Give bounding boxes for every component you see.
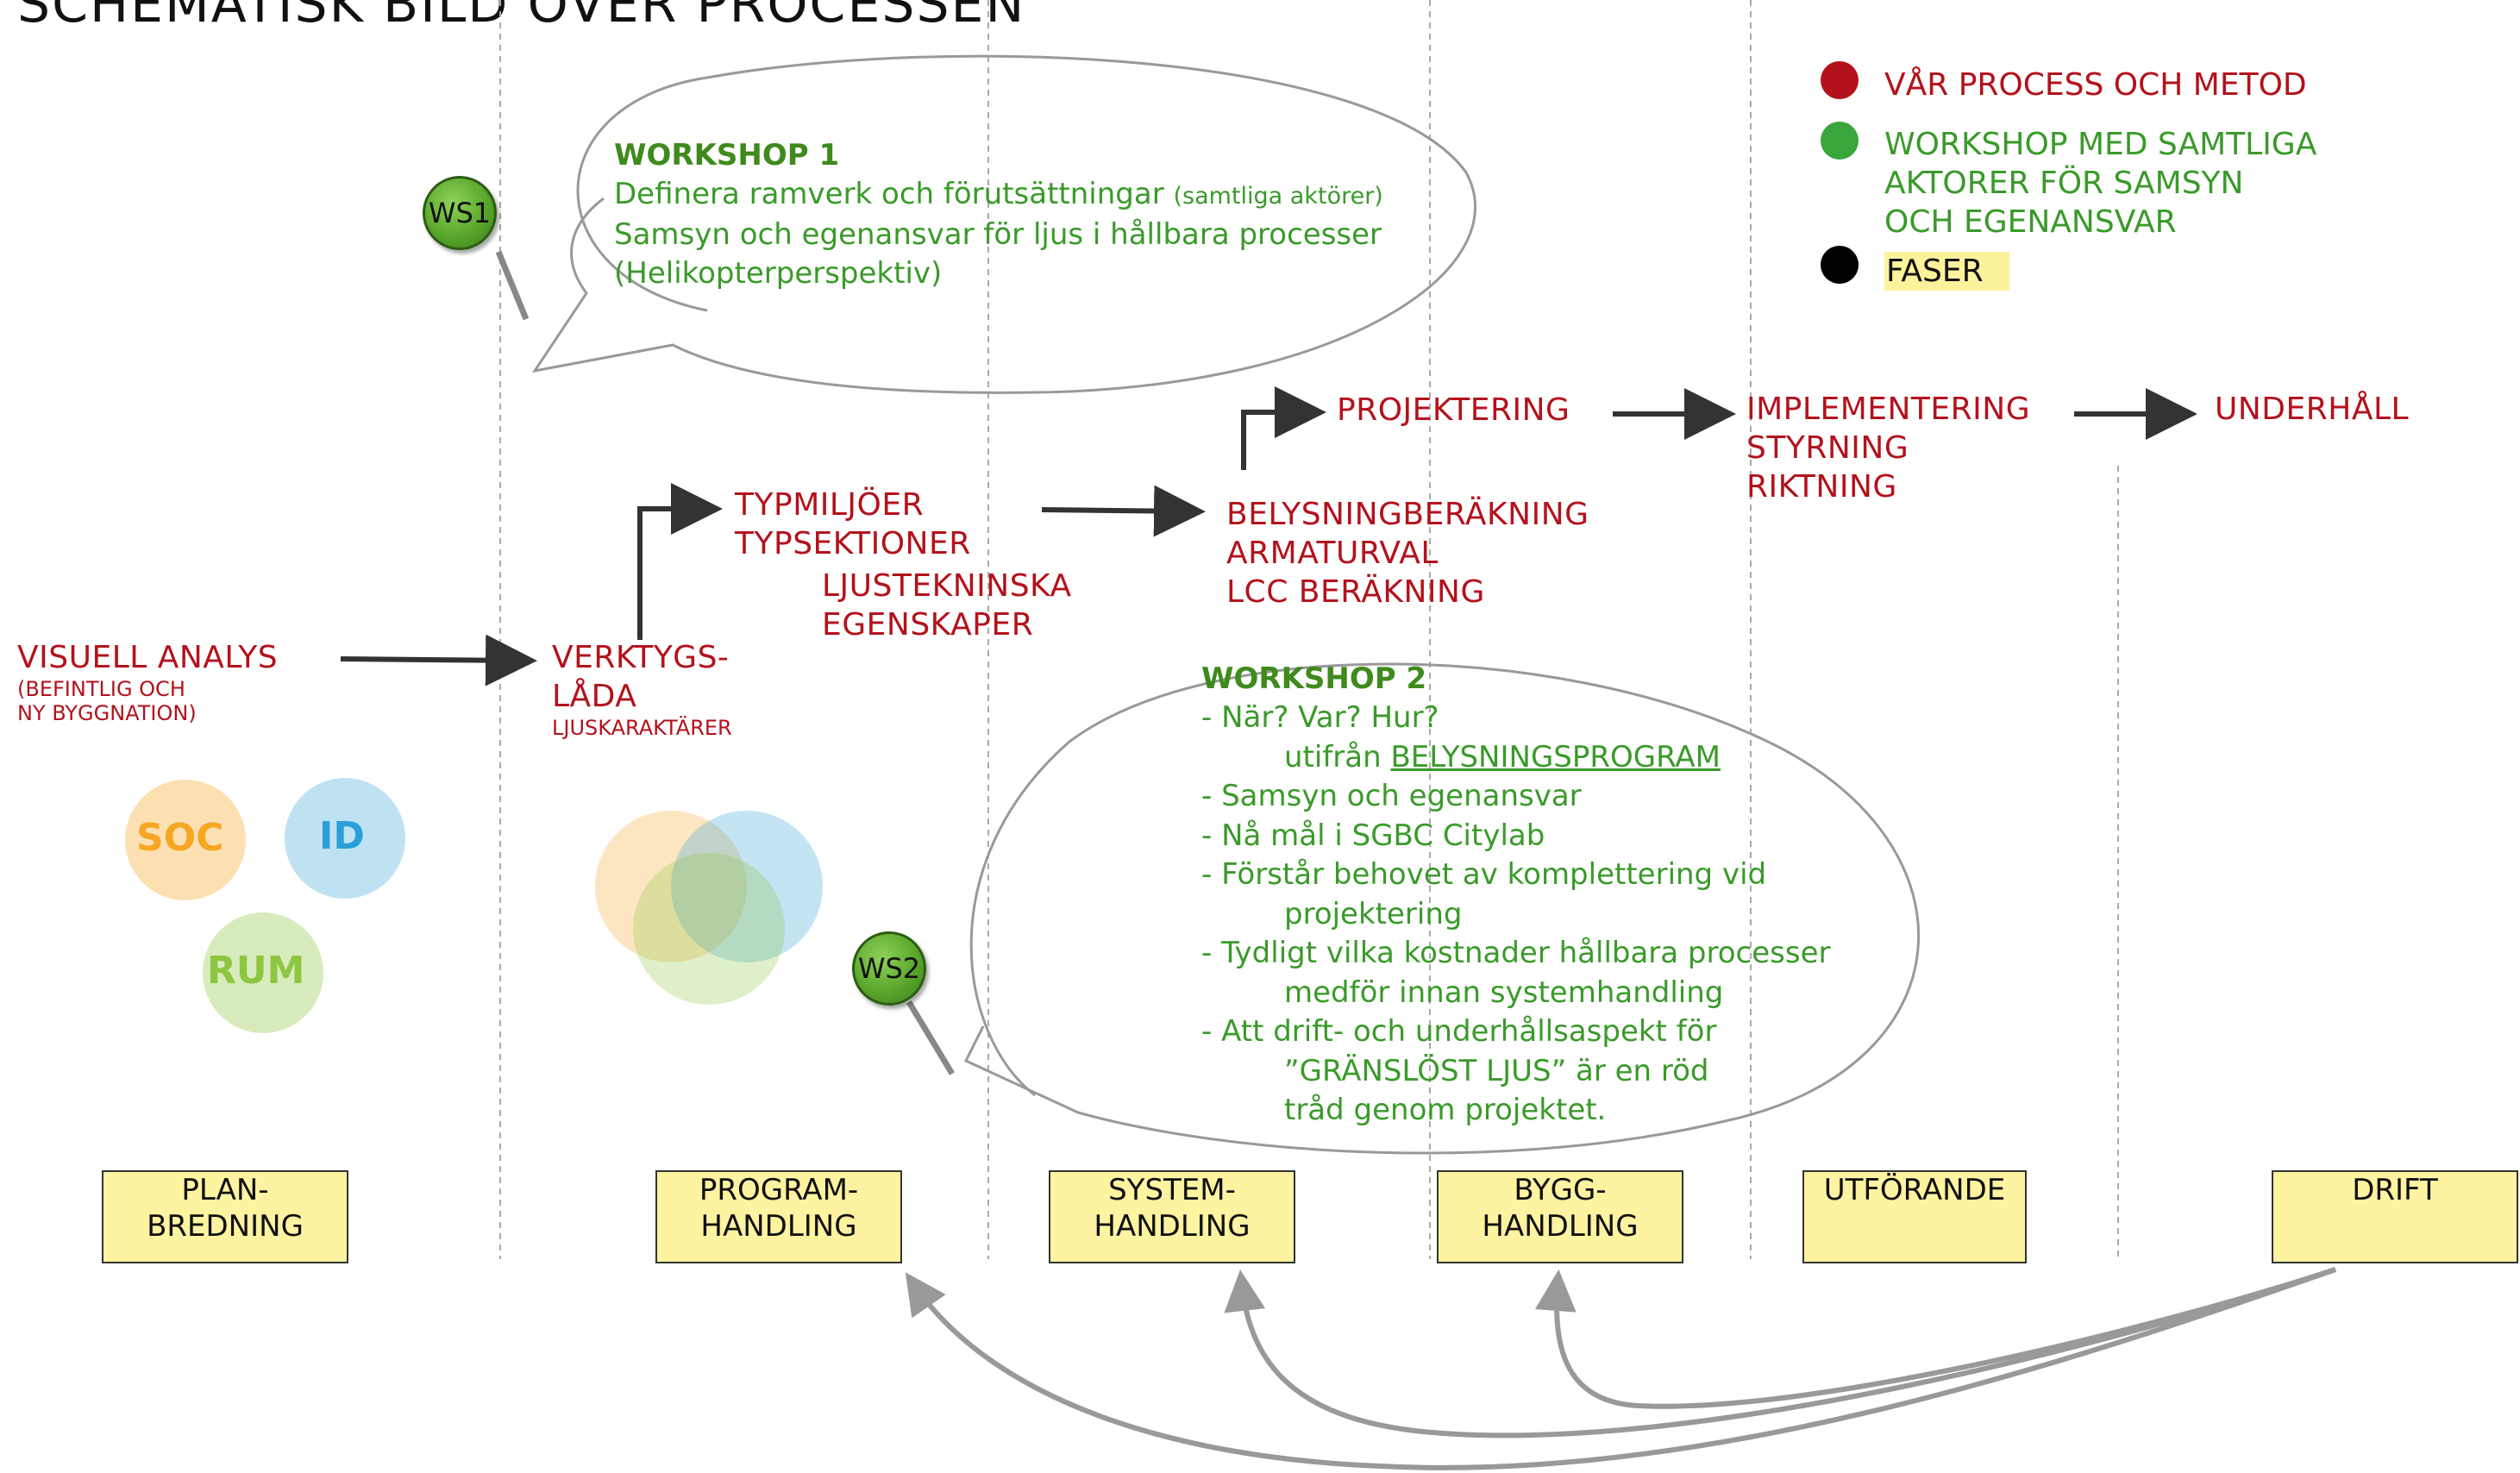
workshop2-l11: tråd genom projektet.: [1284, 1093, 1607, 1127]
workshop1-line2: Samsyn och egenansvar för ljus i hållbar…: [614, 217, 1382, 252]
label-verktygslada-1: VERKTYGS-: [552, 640, 730, 675]
ws2-pin: WS2: [852, 931, 926, 1006]
legend-workshop-line3: OCH EGENANSVAR: [1884, 204, 2177, 240]
label-typmiljoer: TYPMILJÖER: [735, 487, 925, 523]
label-lcc-berakning: LCC BERÄKNING: [1226, 574, 1485, 610]
phase-planbredning: PLAN- BREDNING: [102, 1170, 348, 1263]
circle-soc: SOC: [136, 816, 224, 860]
label-riktning: RIKTNING: [1746, 469, 1897, 505]
phase-programhandling: PROGRAM- HANDLING: [655, 1170, 902, 1263]
phase-drift: DRIFT: [2272, 1170, 2518, 1263]
page-title: SCHEMATISK BILD ÖVER PROCESSEN: [17, 0, 1026, 34]
label-styrning: STYRNING: [1746, 430, 1909, 466]
legend-process: VÅR PROCESS OCH METOD: [1884, 67, 2307, 103]
ws1-pin: WS1: [423, 176, 497, 250]
label-armaturval: ARMATURVAL: [1226, 536, 1439, 571]
workshop2-title: WORKSHOP 2: [1201, 661, 1427, 696]
label-belysningberakning: BELYSNINGBERÄKNING: [1226, 497, 1589, 532]
label-ljustekniska-1: LJUSTEKNINSKA: [822, 568, 1072, 604]
legend-workshop-line1: WORKSHOP MED SAMTLIGA: [1884, 127, 2317, 162]
workshop2-bubble: [963, 662, 1920, 1155]
circle-id: ID: [319, 814, 365, 858]
workshop2-l5: - Förstår behovet av komplettering vid: [1201, 857, 1767, 892]
label-visuell-sub2: NY BYGGNATION): [17, 701, 197, 725]
workshop1-content: WORKSHOP 1 Definera ramverk och förutsät…: [614, 135, 1383, 293]
workshop2-content: WORKSHOP 2 - När? Var? Hur? utifrån BELY…: [1201, 659, 1830, 1131]
label-implementering: IMPLEMENTERING: [1746, 392, 2031, 427]
circle-rum: RUM: [207, 949, 305, 993]
label-ljustekniska-2: EGENSKAPER: [822, 607, 1034, 642]
label-verktygslada-2: LÅDA: [552, 679, 637, 714]
workshop1-bubble: [531, 54, 1476, 394]
workshop1-line1: Definera ramverk och förutsättningar (sa…: [614, 177, 1383, 211]
venn-diagram: [595, 811, 823, 1005]
phase-bygghandling: BYGG- HANDLING: [1437, 1170, 1683, 1263]
label-underhall: UNDERHÅLL: [2215, 392, 2410, 427]
label-visuell-analys: VISUELL ANALYS: [17, 640, 279, 675]
label-visuell-sub1: (BEFINTLIG OCH: [17, 677, 185, 701]
label-ljuskaraktarer: LJUSKARAKTÄRER: [552, 716, 732, 740]
workshop2-l4: - Nå mål i SGBC Citylab: [1201, 818, 1545, 853]
workshop2-l6: projektering: [1284, 896, 1463, 931]
workshop2-l9: - Att drift- och underhållsaspekt för: [1201, 1014, 1717, 1049]
workshop2-l2: utifrån BELYSNINGSPROGRAM: [1284, 739, 1721, 774]
legend-workshop-line2: AKTORER FÖR SAMSYN: [1884, 166, 2244, 201]
workshop2-l3: - Samsyn och egenansvar: [1201, 779, 1582, 813]
workshop1-line3: (Helikopterperspektiv): [614, 256, 943, 291]
workshop2-l1: - När? Var? Hur?: [1201, 700, 1439, 735]
phase-dividers: [499, 0, 2119, 1259]
workshop1-title: WORKSHOP 1: [614, 138, 840, 172]
workshop2-l10: ”GRÄNSLÖST LJUS” är en röd: [1284, 1053, 1709, 1088]
legend-phases: FASER: [1884, 252, 2009, 291]
phase-systemhandling: SYSTEM- HANDLING: [1049, 1170, 1295, 1263]
workshop2-l7: - Tydligt vilka kostnader hållbara proce…: [1201, 936, 1831, 970]
belysningsprogram-link: BELYSNINGSPROGRAM: [1390, 739, 1721, 774]
label-typsektioner: TYPSEKTIONER: [735, 526, 971, 561]
label-projektering: PROJEKTERING: [1337, 392, 1570, 428]
phase-utforande: UTFÖRANDE: [1802, 1170, 2027, 1263]
workshop2-l8: medför innan systemhandling: [1284, 975, 1724, 1010]
